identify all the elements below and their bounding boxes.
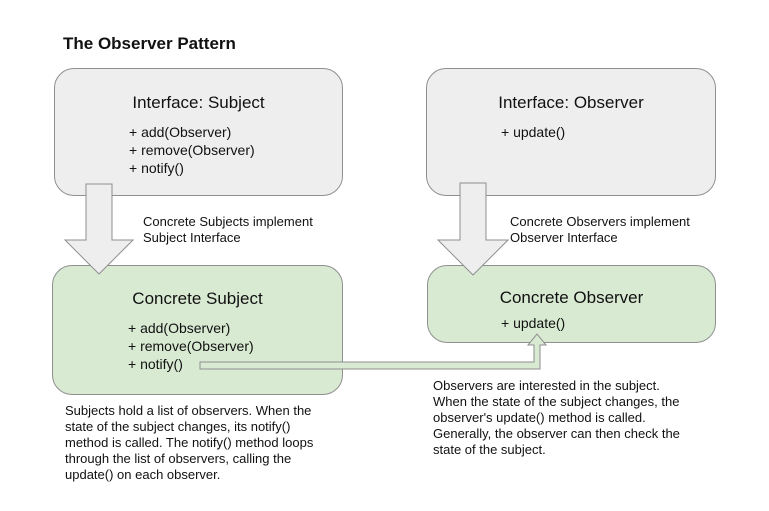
method-remove: + remove(Observer) xyxy=(129,142,255,158)
subject-note: Subjects hold a list of observers. When … xyxy=(65,403,314,482)
implements-arrow-subject xyxy=(63,183,135,275)
interface-subject-box: Interface: Subject + add(Observer) + rem… xyxy=(54,68,343,196)
concrete-subject-title: Concrete Subject xyxy=(132,289,263,308)
method-add: + add(Observer) xyxy=(128,320,231,336)
concrete-observer-methods: + update() xyxy=(501,314,565,332)
implements-arrow-observer xyxy=(436,182,510,276)
interface-observer-box: Interface: Observer + update() xyxy=(426,68,716,196)
concrete-subject-box: Concrete Subject + add(Observer) + remov… xyxy=(52,265,343,395)
method-update: + update() xyxy=(501,315,566,331)
concrete-subject-methods: + add(Observer) + remove(Observer) + not… xyxy=(128,319,254,373)
notify-connector-arrow xyxy=(199,333,548,370)
subject-implements-label: Concrete Subjects implement Subject Inte… xyxy=(143,214,313,245)
interface-subject-title: Interface: Subject xyxy=(132,93,265,112)
interface-observer-methods: + update() xyxy=(501,123,565,141)
interface-observer-title: Interface: Observer xyxy=(498,93,644,112)
observer-note: Observers are interested in the subject.… xyxy=(433,378,680,457)
method-remove: + remove(Observer) xyxy=(128,338,254,354)
method-add: + add(Observer) xyxy=(129,124,232,140)
diagram-title: The Observer Pattern xyxy=(63,34,236,53)
method-notify: + notify() xyxy=(128,356,183,372)
observer-implements-label: Concrete Observers implement Observer In… xyxy=(510,214,690,245)
interface-subject-methods: + add(Observer) + remove(Observer) + not… xyxy=(129,123,255,177)
method-update: + update() xyxy=(501,124,566,140)
concrete-observer-box: Concrete Observer + update() xyxy=(427,265,716,343)
concrete-observer-title: Concrete Observer xyxy=(499,288,644,307)
method-notify: + notify() xyxy=(129,160,184,176)
